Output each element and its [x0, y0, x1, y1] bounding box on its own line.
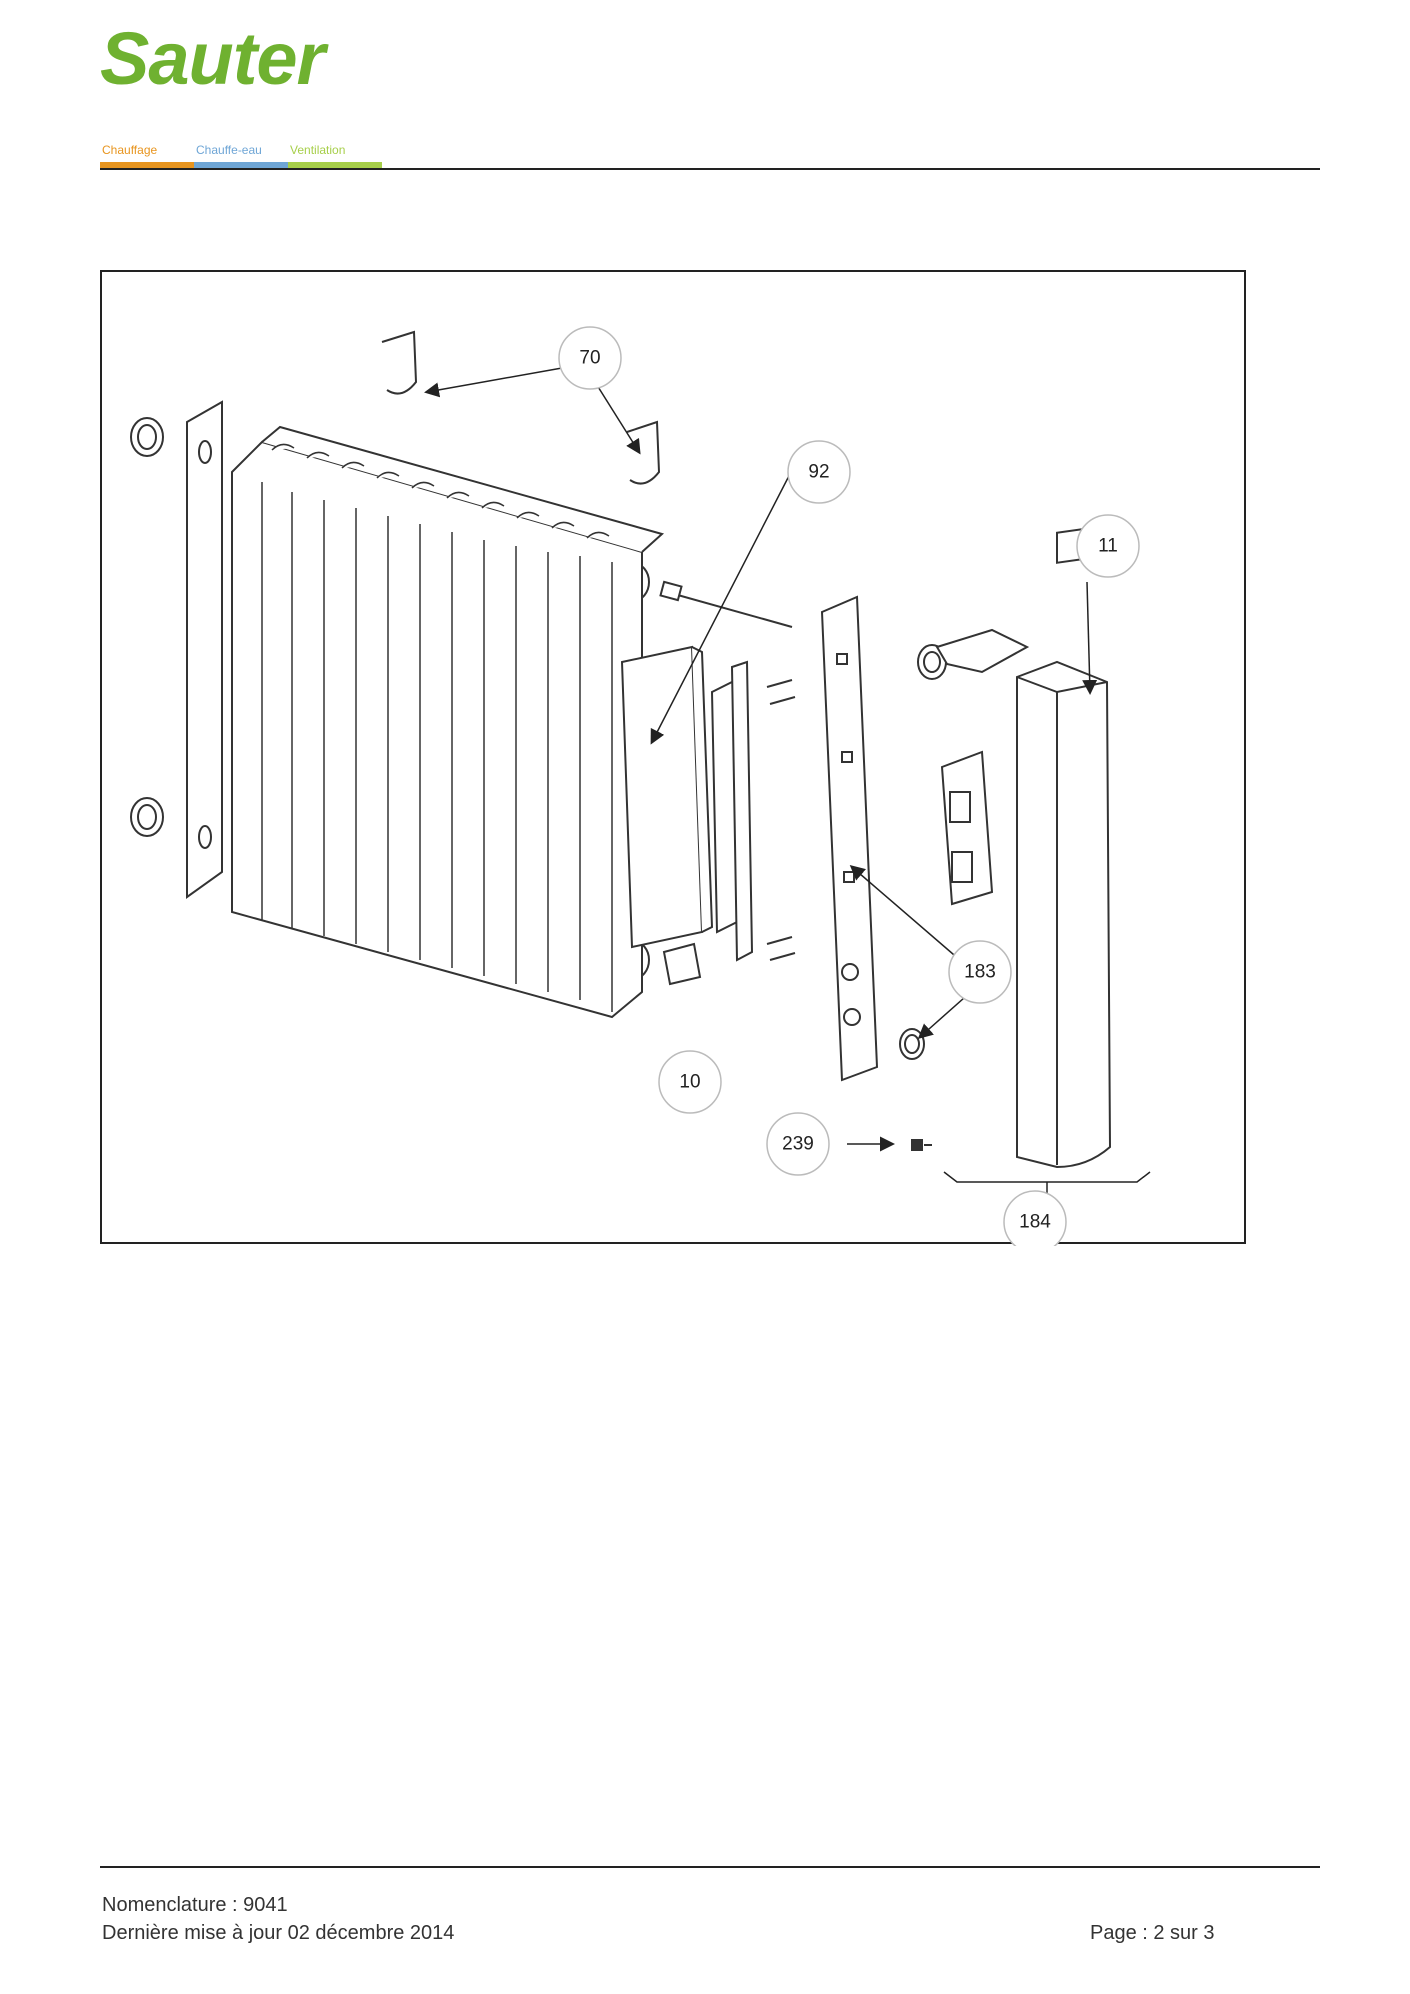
- callout-183-label: 183: [964, 962, 996, 983]
- tab-chauffage: Chauffage: [100, 141, 194, 169]
- category-tabs: Chauffage Chauffe-eau Ventilation: [100, 141, 384, 169]
- exploded-view-frame: 70 92 11 183 10 239 184: [100, 270, 1246, 1246]
- tab-ventilation-label: Ventilation: [290, 143, 346, 157]
- tab-chauffe-eau-label: Chauffe-eau: [196, 143, 262, 157]
- callout-184-label: 184: [1019, 1212, 1051, 1233]
- callout-10-label: 10: [679, 1072, 700, 1093]
- callout-11-label: 11: [1098, 536, 1118, 557]
- control-plate: [820, 595, 879, 1082]
- knobs: [899, 628, 1030, 1060]
- callout-239: 239: [766, 1112, 830, 1176]
- last-update-text: Dernière mise à jour 02 décembre 2014: [102, 1922, 455, 1944]
- callout-92: 92: [787, 440, 851, 504]
- callout-92-label: 92: [808, 462, 829, 483]
- callout-183: 183: [948, 940, 1012, 1004]
- tab-chauffe-eau: Chauffe-eau: [194, 141, 288, 169]
- callout-184: 184: [1003, 1190, 1067, 1246]
- nomenclature-text: Nomenclature : 9041: [102, 1894, 288, 1916]
- connector-part: [911, 1139, 932, 1151]
- callout-239-label: 239: [782, 1134, 814, 1155]
- callout-11: 11: [1076, 514, 1140, 578]
- tab-ventilation-bar: [288, 162, 382, 169]
- wall-brackets: [381, 330, 661, 485]
- callout-70-label: 70: [579, 348, 600, 369]
- end-plate: [186, 400, 223, 899]
- tab-chauffe-eau-bar: [194, 162, 288, 169]
- control-housing: [1016, 526, 1112, 1169]
- screws: [766, 679, 796, 961]
- callout-leaders: [424, 367, 1151, 1202]
- radiator-body: [231, 425, 665, 1019]
- tab-chauffage-bar: [100, 162, 194, 169]
- page-number: Page : 2 sur 3: [1090, 1922, 1215, 1944]
- footer-divider: [100, 1866, 1320, 1868]
- exploded-view-diagram: 70 92 11 183 10 239 184: [130, 326, 1151, 1246]
- tab-chauffage-label: Chauffage: [102, 143, 158, 157]
- cover-cap: [662, 942, 702, 986]
- callout-70: 70: [558, 326, 622, 390]
- callout-10: 10: [658, 1050, 722, 1114]
- electronic-board: [940, 750, 994, 906]
- header-divider: [100, 168, 1320, 170]
- heating-element: [620, 580, 793, 962]
- tab-ventilation: Ventilation: [288, 141, 382, 169]
- sauter-logo: Sauter: [100, 17, 325, 100]
